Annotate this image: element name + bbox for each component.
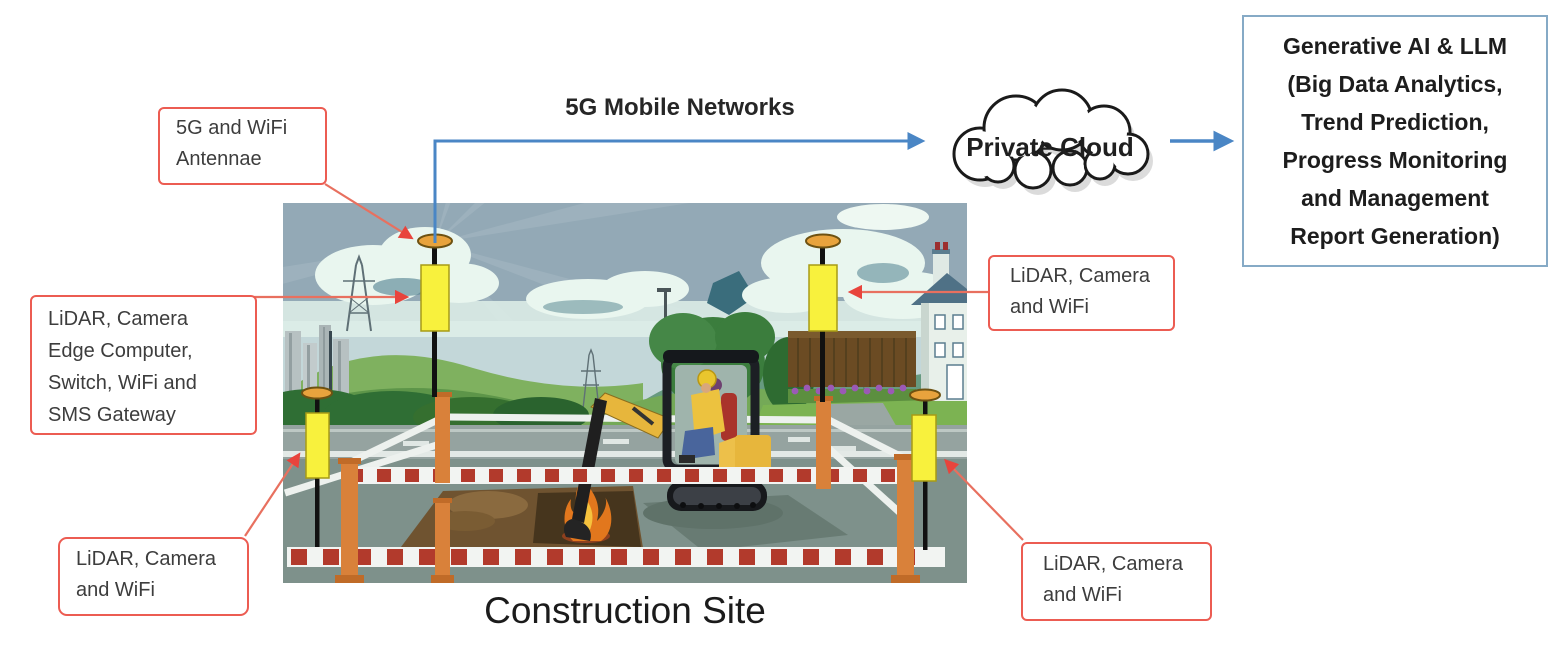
sensor-body xyxy=(911,414,937,482)
callout-sensor-bottom-right: LiDAR, Camera and WiFi xyxy=(1021,542,1212,621)
sensor-pole-bottom-left xyxy=(301,386,333,547)
sensor-pole-bottom-right xyxy=(909,388,941,550)
sensor-body xyxy=(808,264,838,332)
garden-fence xyxy=(788,331,916,403)
sensor-body xyxy=(305,412,330,479)
callout-gateway: LiDAR, Camera Edge Computer, Switch, WiF… xyxy=(30,295,257,435)
antenna-disc xyxy=(417,233,453,249)
cloud-icon xyxy=(952,88,1153,195)
scene-caption: Construction Site xyxy=(484,590,766,631)
generative-ai-box: Generative AI & LLM (Big Data Analytics,… xyxy=(1242,15,1548,267)
city-skyline xyxy=(285,325,349,401)
network-label: 5G Mobile Networks xyxy=(565,94,795,121)
excavator-stick xyxy=(572,398,607,523)
jeans xyxy=(681,427,715,460)
engine-body xyxy=(735,435,771,471)
cab-roof xyxy=(663,350,759,363)
construction-site-scene xyxy=(253,203,967,583)
excavator xyxy=(564,350,771,541)
house xyxy=(911,242,967,401)
street-lamp-head xyxy=(657,288,671,292)
private-cloud: Private Cloud xyxy=(928,76,1172,200)
seat xyxy=(721,393,737,441)
operator xyxy=(679,369,737,463)
antenna-disc xyxy=(301,386,333,400)
sensor-pole-gateway xyxy=(417,233,453,397)
callout-sensor-bottom-left: LiDAR, Camera and WiFi xyxy=(58,537,249,616)
cloud-dark-shape xyxy=(707,271,755,315)
antenna-disc xyxy=(805,233,841,249)
construction-site-image xyxy=(253,203,967,583)
antenna-disc xyxy=(909,388,941,402)
excavator-bucket xyxy=(564,519,591,541)
barrier-posts xyxy=(335,392,920,583)
safety-barrier-stripes xyxy=(287,467,945,567)
callout-sensor-right: LiDAR, Camera and WiFi xyxy=(988,255,1175,331)
callout-antennae: 5G and WiFi Antennae xyxy=(158,107,327,185)
flowers xyxy=(791,384,907,395)
sensor-body xyxy=(420,264,450,332)
cloud-label: Private Cloud xyxy=(966,132,1134,162)
